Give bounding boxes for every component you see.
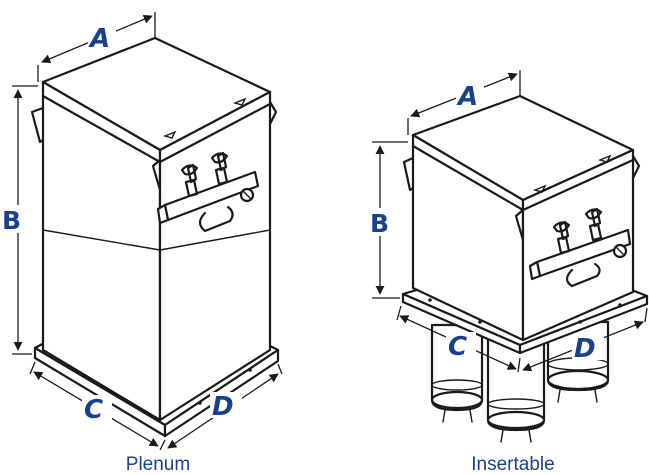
plenum-clamp-bar xyxy=(156,170,260,233)
insertable-dimension-b: B xyxy=(368,141,408,299)
insertable-lid xyxy=(411,94,635,212)
insertable-clamp-bar xyxy=(528,228,632,288)
insertable-label-b: B xyxy=(370,209,389,238)
insertable-unit: A B C D Insertable xyxy=(368,70,649,475)
plenum-unit: A B C D Plenum xyxy=(2,12,283,475)
plenum-knobs xyxy=(180,151,229,198)
insertable-dimension-a: A xyxy=(407,70,521,135)
insertable-knobs xyxy=(552,207,603,255)
plenum-dimension-b: B xyxy=(2,85,38,355)
insertable-label-d: D xyxy=(574,334,596,364)
insertable-label-a: A xyxy=(456,82,478,112)
insertable-caption: Insertable xyxy=(471,454,554,475)
insertable-side-handles xyxy=(402,154,641,242)
plenum-dimension-c: C xyxy=(29,361,166,451)
plenum-dimension-d: D xyxy=(167,363,283,449)
plenum-label-c: C xyxy=(84,395,103,425)
insertable-label-c: C xyxy=(448,332,467,362)
plenum-caption: Plenum xyxy=(126,454,190,475)
plenum-label-d: D xyxy=(212,392,234,422)
insertable-dimension-d: D xyxy=(522,307,648,372)
plenum-label-a: A xyxy=(88,24,110,54)
plenum-label-b: B xyxy=(2,206,21,235)
plenum-dimension-a: A xyxy=(37,12,156,82)
plenum-side-handles xyxy=(30,100,278,192)
insertable-dimension-c: C xyxy=(396,305,521,373)
